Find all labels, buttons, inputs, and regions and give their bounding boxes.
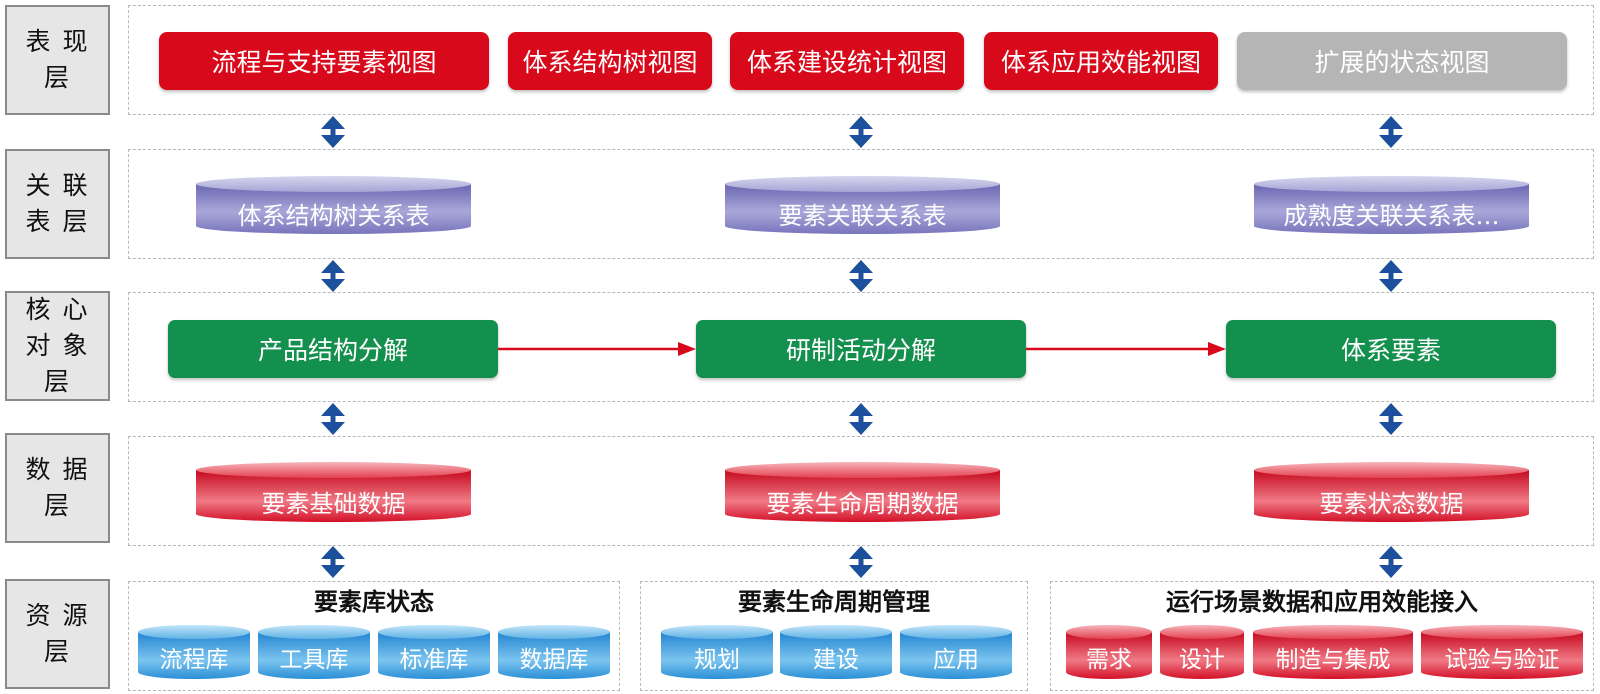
resource-group-title: 运行场景数据和应用效能接入: [1166, 588, 1478, 616]
bidirectional-arrow-icon: [849, 260, 873, 292]
resource-cylinder: [780, 625, 892, 679]
resource-item-label: 需求: [1086, 647, 1132, 673]
resource-item-label: 试验与验证: [1444, 647, 1560, 673]
bidirectional-arrow-icon: [849, 546, 873, 578]
data-band: [128, 436, 1594, 546]
resource-cylinder: [1066, 625, 1152, 679]
resource-item-label: 规划: [694, 647, 740, 673]
bidirectional-arrow-icon: [321, 116, 345, 148]
resource-item-label: 设计: [1179, 647, 1225, 673]
layer-label-line: 数 据: [25, 455, 90, 484]
layer-label-line: 层: [43, 491, 71, 520]
layer-label-data: 数 据 层: [5, 433, 110, 543]
core-band: [128, 292, 1594, 402]
layer-label-line: 层: [43, 637, 71, 666]
resource-item-label: 应用: [933, 647, 979, 673]
bidirectional-arrow-icon: [1379, 116, 1403, 148]
resource-item-label: 工具库: [279, 647, 349, 673]
flow-arrow-icon: [498, 342, 696, 356]
data-store-cylinder: [725, 462, 1000, 522]
resource-cylinder: [661, 625, 773, 679]
resource-cylinder: [900, 625, 1012, 679]
association-band: [128, 149, 1594, 259]
data-store-label: 要素状态数据: [1319, 490, 1464, 518]
flow-arrow-icon: [1026, 342, 1226, 356]
layer-label-line: 资 源: [25, 601, 90, 630]
layer-label-line: 对 象: [25, 331, 90, 360]
bidirectional-arrow-icon: [321, 546, 345, 578]
resource-item-label: 建设: [813, 647, 859, 673]
bidirectional-arrow-icon: [321, 260, 345, 292]
core-activity-breakdown[interactable]: 研制活动分解: [696, 320, 1026, 378]
bidirectional-arrow-icon: [321, 403, 345, 435]
resource-group-title: 要素生命周期管理: [738, 588, 930, 616]
bidirectional-arrow-icon: [849, 403, 873, 435]
core-system-elements[interactable]: 体系要素: [1226, 320, 1556, 378]
resource-cylinder: [1160, 625, 1244, 679]
bidirectional-arrow-icon: [1379, 546, 1403, 578]
resource-group-library: [128, 581, 620, 691]
resource-item-label: 制造与集成: [1275, 647, 1391, 673]
resource-item-label: 流程库: [159, 647, 229, 673]
relation-table-label: 体系结构树关系表: [237, 202, 430, 230]
layer-label-line: 层: [43, 367, 71, 396]
view-process-support[interactable]: 流程与支持要素视图: [159, 32, 489, 90]
layer-label-presentation: 表 现 层: [5, 5, 110, 115]
presentation-band: [128, 5, 1594, 115]
relation-table-cylinder: [196, 176, 471, 234]
layer-label-line: 核 心: [25, 295, 90, 324]
resource-cylinder: [498, 625, 610, 679]
layer-label-line: 表 层: [25, 207, 90, 236]
relation-table-label: 要素关联关系表: [778, 202, 947, 230]
layer-label-line: 表 现: [25, 27, 90, 56]
resource-item-label: 标准库: [399, 647, 469, 673]
data-store-cylinder: [196, 462, 471, 522]
resource-group-lifecycle: [640, 581, 1028, 691]
layer-label-core: 核 心 对 象 层: [5, 291, 110, 401]
view-application-efficiency[interactable]: 体系应用效能视图: [984, 32, 1218, 90]
view-construction-stats[interactable]: 体系建设统计视图: [730, 32, 964, 90]
resource-cylinder: [258, 625, 370, 679]
bidirectional-arrow-icon: [849, 116, 873, 148]
resource-cylinder: [1253, 625, 1413, 679]
resource-cylinder: [378, 625, 490, 679]
bidirectional-arrow-icon: [1379, 260, 1403, 292]
layer-label-resource: 资 源 层: [5, 579, 110, 689]
resource-cylinder: [138, 625, 250, 679]
view-extended-state[interactable]: 扩展的状态视图: [1237, 32, 1567, 90]
resource-item-label: 数据库: [519, 647, 589, 673]
bidirectional-arrow-icon: [1379, 403, 1403, 435]
resource-group-title: 要素库状态: [314, 588, 434, 616]
data-store-label: 要素基础数据: [261, 490, 406, 518]
relation-table-cylinder: [725, 176, 1000, 234]
relation-table-cylinder: [1254, 176, 1529, 234]
resource-cylinder: [1421, 625, 1583, 679]
core-product-breakdown[interactable]: 产品结构分解: [168, 320, 498, 378]
view-architecture-tree[interactable]: 体系结构树视图: [508, 32, 712, 90]
layer-label-line: 层: [43, 63, 71, 92]
resource-group-operation: [1050, 581, 1594, 691]
relation-table-label: 成熟度关联关系表…: [1283, 202, 1500, 230]
data-store-label: 要素生命周期数据: [766, 490, 959, 518]
layer-label-association: 关 联 表 层: [5, 149, 110, 259]
data-store-cylinder: [1254, 462, 1529, 522]
layer-label-line: 关 联: [25, 171, 90, 200]
